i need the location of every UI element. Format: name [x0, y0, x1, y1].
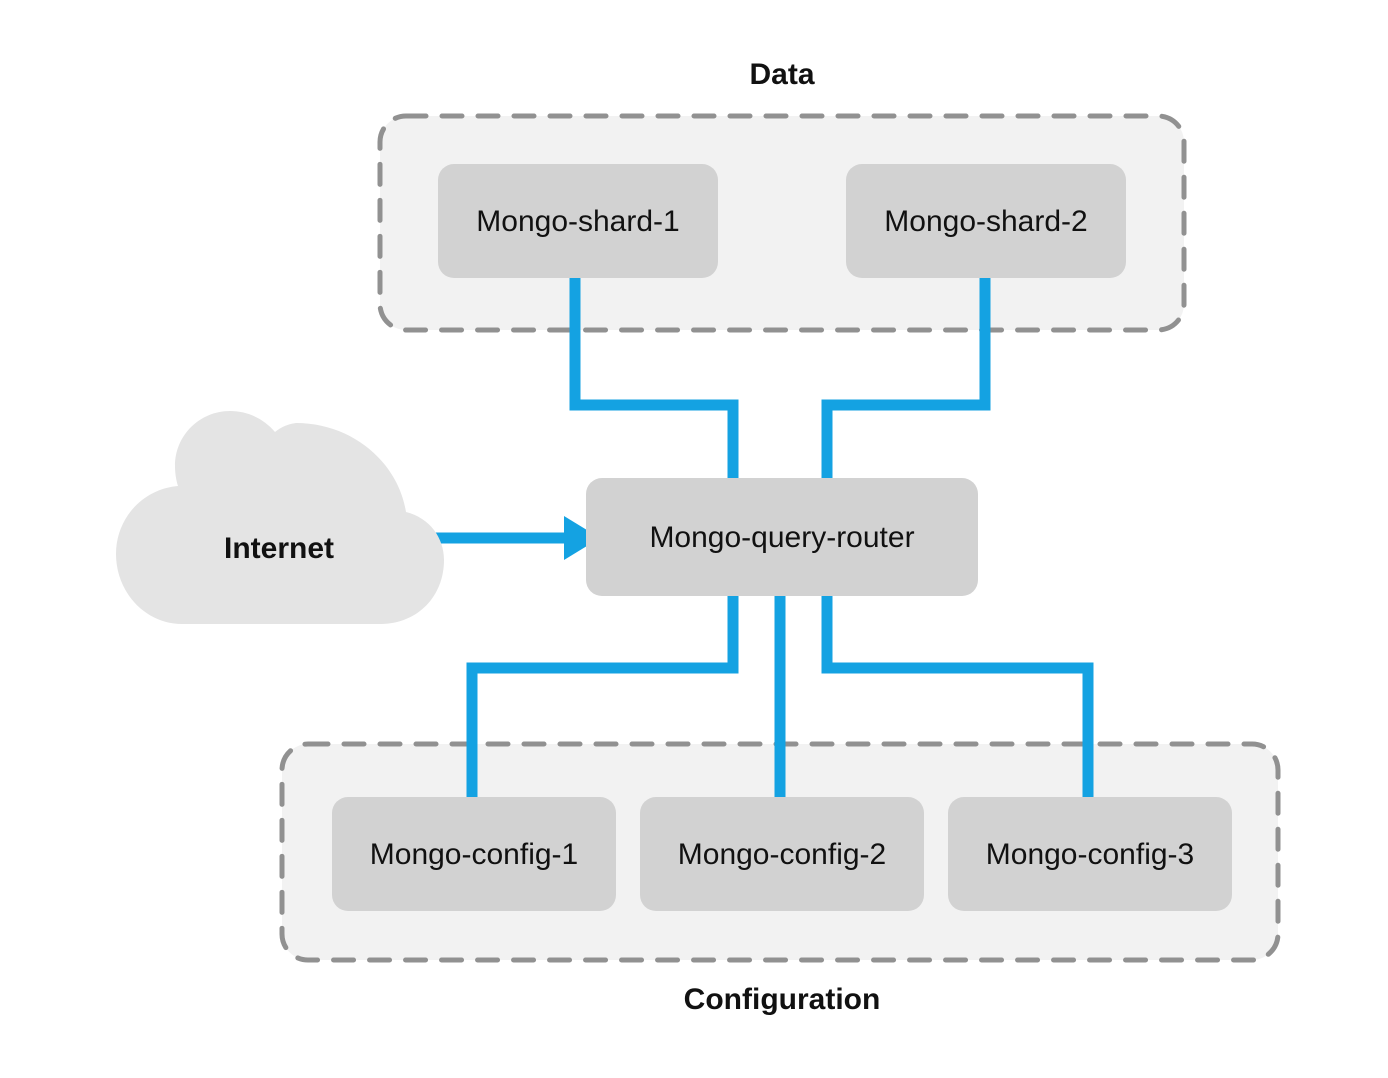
node-shard-1-label: Mongo-shard-1 — [476, 205, 679, 238]
node-query-router-label: Mongo-query-router — [649, 521, 914, 554]
node-config-3-label: Mongo-config-3 — [986, 838, 1194, 871]
configuration-group-title: Configuration — [684, 983, 881, 1016]
cloud-icon — [116, 411, 444, 624]
connector-shard1-to-router — [569, 272, 739, 484]
node-config-1-label: Mongo-config-1 — [370, 838, 578, 871]
node-config-2-box — [640, 797, 924, 911]
node-shard-2-box — [846, 164, 1126, 278]
node-config-1-box — [332, 797, 616, 911]
arrow-head-icon — [564, 516, 600, 560]
internet-cloud-node[interactable]: Internet — [116, 411, 444, 624]
connector-router-to-config3 — [821, 590, 1094, 802]
connector-router-to-config1 — [466, 590, 739, 802]
node-mongo-shard-1[interactable]: Mongo-shard-1 — [438, 164, 718, 278]
internet-cloud-label: Internet — [224, 532, 334, 565]
node-shard-1-box — [438, 164, 718, 278]
node-mongo-config-2[interactable]: Mongo-config-2 — [640, 797, 924, 911]
node-shard-2-label: Mongo-shard-2 — [884, 205, 1087, 238]
data-group-title: Data — [749, 58, 814, 91]
node-config-3-box — [948, 797, 1232, 911]
node-mongo-config-1[interactable]: Mongo-config-1 — [332, 797, 616, 911]
node-query-router-box — [586, 478, 978, 596]
node-mongo-query-router[interactable]: Mongo-query-router — [586, 478, 978, 596]
node-mongo-config-3[interactable]: Mongo-config-3 — [948, 797, 1232, 911]
node-config-2-label: Mongo-config-2 — [678, 838, 886, 871]
connector-shard2-to-router — [821, 272, 991, 484]
node-mongo-shard-2[interactable]: Mongo-shard-2 — [846, 164, 1126, 278]
